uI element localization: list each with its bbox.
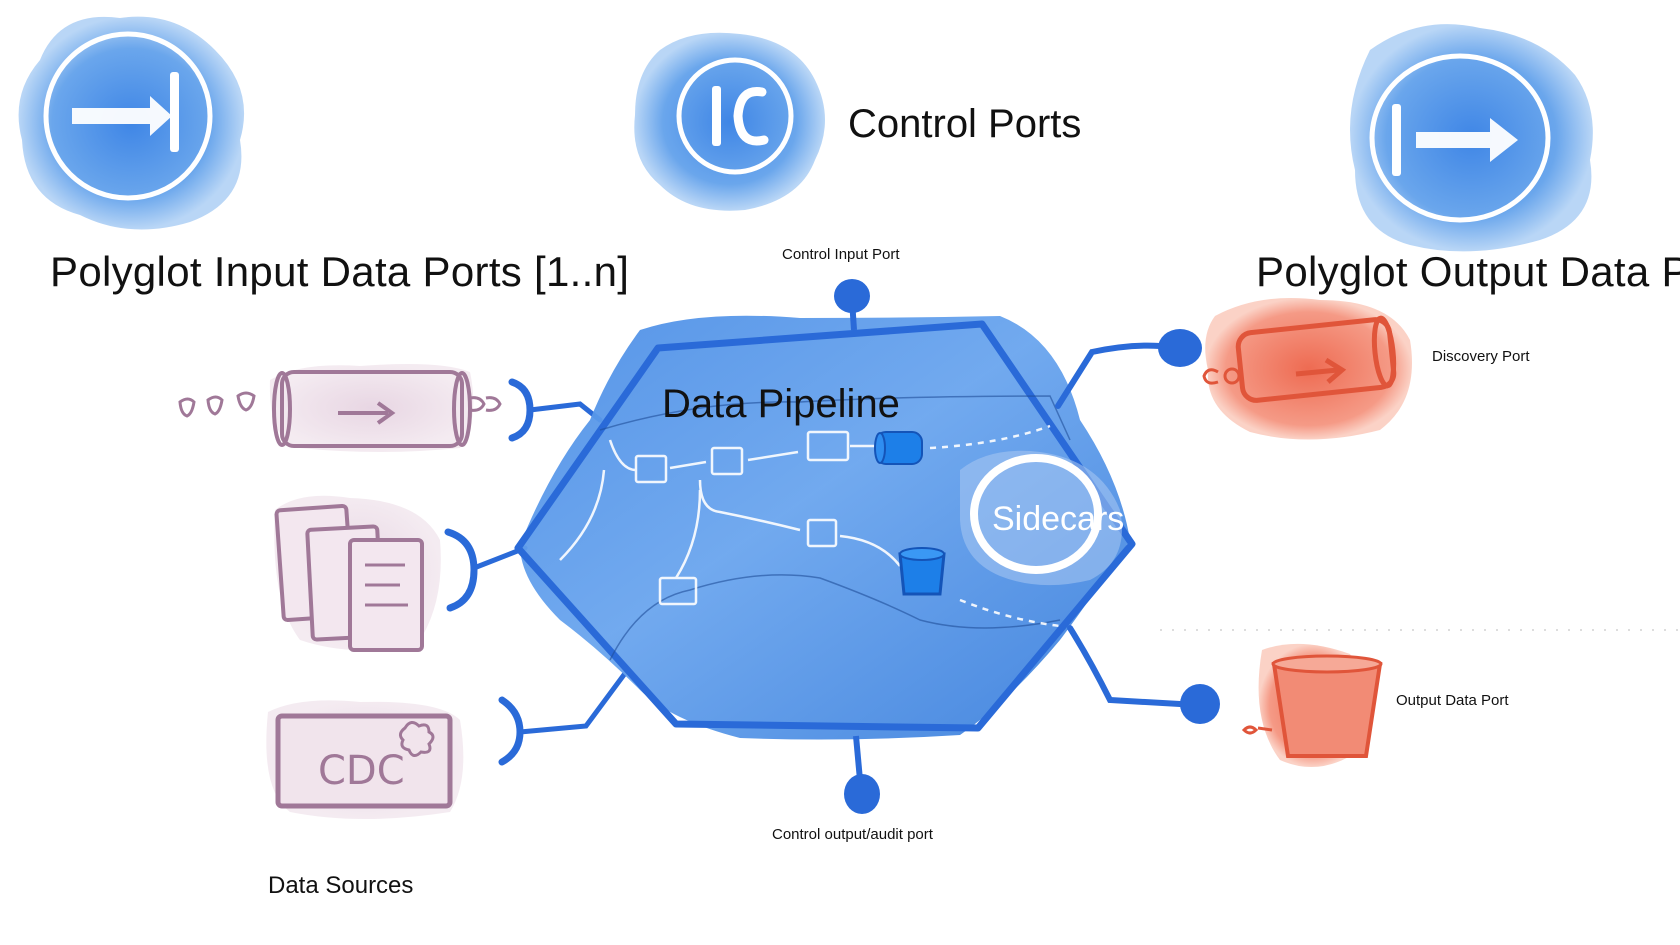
control-input-port-label: Control Input Port bbox=[782, 246, 900, 263]
discovery-port bbox=[1055, 298, 1412, 440]
sidecars-icon bbox=[960, 450, 1122, 586]
input-ports-title: Polyglot Input Data Ports [1..n] bbox=[50, 248, 630, 295]
discovery-port-label: Discovery Port bbox=[1432, 348, 1530, 365]
database-bucket-icon bbox=[898, 547, 946, 596]
cdc-source-icon bbox=[266, 700, 464, 819]
output-ports-title: Polyglot Output Data P bbox=[1256, 248, 1680, 295]
input-port-icon bbox=[18, 16, 245, 230]
input-connectors bbox=[444, 378, 629, 766]
control-output-port-label: Control output/audit port bbox=[772, 826, 933, 843]
ic-control-icon bbox=[634, 32, 825, 211]
data-sources-label: Data Sources bbox=[268, 872, 414, 899]
control-input-port bbox=[834, 279, 870, 331]
data-pipeline-label: Data Pipeline bbox=[662, 382, 900, 426]
output-port-icon bbox=[1350, 24, 1593, 252]
output-data-port bbox=[1067, 625, 1383, 768]
control-ports-title: Control Ports bbox=[848, 102, 1082, 146]
cdc-label: CDC bbox=[318, 748, 405, 794]
data-pipeline-hexagon bbox=[514, 315, 1136, 740]
sidecars-label: Sidecars bbox=[992, 500, 1125, 538]
documents-source-icon bbox=[274, 495, 441, 652]
stream-cylinder-icon bbox=[874, 431, 923, 465]
stream-source-icon bbox=[178, 364, 502, 452]
control-output-port bbox=[844, 735, 880, 814]
output-data-port-label: Output Data Port bbox=[1396, 692, 1509, 709]
